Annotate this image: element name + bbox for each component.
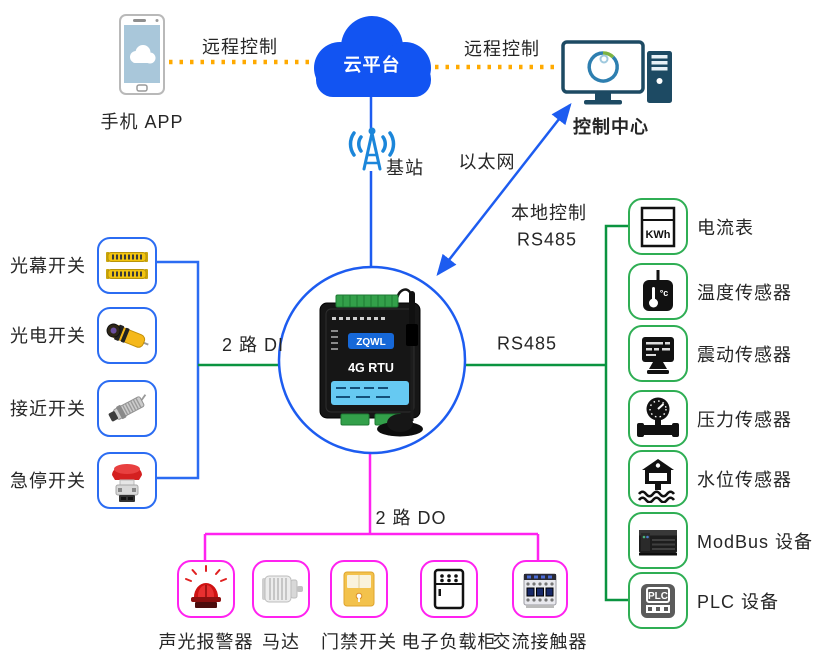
right-node-ammeter: KWh <box>628 198 688 255</box>
plc-device-icon: PLC <box>641 583 675 618</box>
ammeter-kwh-icon: KWh <box>640 206 676 247</box>
right-item-label-vibration: 震动传感器 <box>697 345 792 365</box>
svg-text:PLC: PLC <box>648 591 668 602</box>
svg-text:4G RTU: 4G RTU <box>348 361 394 375</box>
connector-right-bracket <box>604 224 628 602</box>
do-label: 2 路 DO <box>375 508 447 528</box>
4g-rtu-device-icon: ZQWL 4G RTU <box>319 288 423 437</box>
left-item-label-proximity: 接近开关 <box>10 399 86 419</box>
svg-text:ZQWL: ZQWL <box>356 337 385 348</box>
right-node-vibration <box>628 325 688 382</box>
proximity-switch-icon <box>108 393 147 421</box>
svg-text:KWh: KWh <box>645 229 670 241</box>
temperature-sensor-icon: °c <box>643 269 673 311</box>
bottom-item-label-alarm: 声光报警器 <box>158 632 254 652</box>
left-node-photoelectric <box>97 307 157 364</box>
remote-control-left-label: 远程控制 <box>202 37 278 57</box>
base-station-label: 基站 <box>386 158 424 178</box>
door-access-icon <box>343 571 375 607</box>
desktop-computer-icon <box>561 40 672 105</box>
right-node-modbus <box>628 512 688 569</box>
bottom-node-loadcabinet <box>420 560 478 618</box>
rs485-label: RS485 <box>496 333 558 354</box>
motor-icon <box>262 575 303 603</box>
ethernet-label: 以太网 <box>458 152 516 172</box>
ac-contactor-icon <box>523 573 557 608</box>
bottom-node-alarm <box>177 560 235 618</box>
local-control-rs485-label: RS485 <box>516 229 578 250</box>
bottom-node-dooraccess <box>330 560 388 618</box>
modbus-device-icon <box>639 529 677 555</box>
cloud-label: 云平台 <box>343 55 401 75</box>
light-curtain-icon <box>106 251 148 279</box>
pressure-sensor-icon <box>637 397 679 437</box>
bottom-item-label-contactor: 交流接触器 <box>492 632 588 652</box>
left-node-light-curtain <box>97 237 157 294</box>
right-node-pressure <box>628 390 688 447</box>
bottom-item-label-motor: 马达 <box>262 632 300 652</box>
right-item-label-temperature: 温度传感器 <box>697 283 792 303</box>
emergency-stop-icon <box>112 463 142 502</box>
left-node-proximity <box>97 380 157 437</box>
connector-left-bracket <box>157 260 200 480</box>
svg-text:°c: °c <box>660 288 669 298</box>
phone-app-icon <box>119 14 165 95</box>
cloud-platform-icon <box>314 16 431 97</box>
right-item-label-pressure: 压力传感器 <box>697 410 792 430</box>
left-item-label-light-curtain: 光幕开关 <box>10 256 86 276</box>
right-node-plc: PLC <box>628 572 688 629</box>
right-node-waterlevel <box>628 450 688 507</box>
right-item-label-ammeter: 电流表 <box>697 218 754 238</box>
di-label: 2 路 DI <box>221 335 285 355</box>
connector-ethernet-arrow <box>436 103 572 276</box>
remote-control-right-label: 远程控制 <box>464 39 540 59</box>
left-item-label-photoelectric: 光电开关 <box>10 326 86 346</box>
right-item-label-plc: PLC 设备 <box>697 592 780 612</box>
control-center-label: 控制中心 <box>573 117 649 137</box>
sound-light-alarm-icon <box>185 565 227 608</box>
right-node-temperature: °c <box>628 263 688 320</box>
vibration-sensor-icon <box>642 336 674 374</box>
bottom-node-contactor <box>512 560 568 618</box>
local-control-label: 本地控制 <box>511 203 587 223</box>
bottom-node-motor <box>252 560 310 618</box>
right-item-label-waterlevel: 水位传感器 <box>697 470 792 490</box>
photoelectric-switch-icon <box>106 323 149 348</box>
bottom-item-label-loadcabinet: 电子负载柜 <box>401 632 497 652</box>
right-item-label-modbus: ModBus 设备 <box>697 532 814 552</box>
base-station-antenna-icon <box>348 127 396 171</box>
left-item-label-estop: 急停开关 <box>10 471 86 491</box>
left-node-estop <box>97 452 157 509</box>
load-cabinet-icon <box>433 568 465 610</box>
bottom-item-label-dooraccess: 门禁开关 <box>321 632 397 652</box>
water-level-sensor-icon <box>637 458 676 503</box>
phone-label: 手机 APP <box>100 112 184 132</box>
